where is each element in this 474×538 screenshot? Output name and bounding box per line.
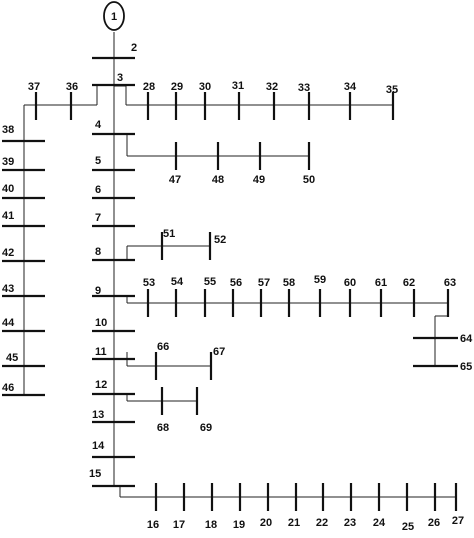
node-label-46: 46 xyxy=(2,382,14,394)
node-label-9: 9 xyxy=(95,285,101,297)
node-label-1: 1 xyxy=(111,11,117,23)
node-label-28: 28 xyxy=(143,81,155,93)
node-label-33: 33 xyxy=(298,82,310,94)
node-label-64: 64 xyxy=(460,333,473,345)
node-label-25: 25 xyxy=(402,521,414,533)
node-label-68: 68 xyxy=(157,422,169,434)
source-circle xyxy=(103,1,125,31)
node-label-8: 8 xyxy=(95,246,101,258)
node-label-55: 55 xyxy=(204,276,216,288)
node-label-69: 69 xyxy=(200,422,212,434)
node-label-60: 60 xyxy=(344,277,356,289)
node-label-22: 22 xyxy=(316,517,328,529)
node-label-19: 19 xyxy=(233,519,245,531)
buses xyxy=(2,56,458,511)
node-label-20: 20 xyxy=(260,517,272,529)
node-label-31: 31 xyxy=(232,80,244,92)
node-label-2: 2 xyxy=(131,42,137,54)
node-label-24: 24 xyxy=(373,517,386,529)
node-label-57: 57 xyxy=(258,277,270,289)
node-label-62: 62 xyxy=(403,277,415,289)
node-label-61: 61 xyxy=(375,277,387,289)
node-label-47: 47 xyxy=(169,174,181,186)
node-label-63: 63 xyxy=(444,277,456,289)
node-label-36: 36 xyxy=(66,81,78,93)
node-label-27: 27 xyxy=(452,515,464,527)
source-node: 1 xyxy=(103,1,125,31)
node-label-3: 3 xyxy=(117,72,123,84)
node-label-40: 40 xyxy=(2,183,14,195)
node-label-34: 34 xyxy=(344,81,357,93)
node-label-45: 45 xyxy=(6,352,18,364)
node-label-48: 48 xyxy=(212,174,224,186)
node-label-16: 16 xyxy=(147,519,159,531)
node-label-52: 52 xyxy=(214,234,226,246)
node-label-13: 13 xyxy=(92,409,104,421)
node-label-50: 50 xyxy=(303,174,315,186)
node-label-32: 32 xyxy=(266,81,278,93)
node-label-7: 7 xyxy=(95,212,101,224)
node-label-17: 17 xyxy=(173,519,185,531)
node-label-66: 66 xyxy=(157,341,169,353)
node-label-37: 37 xyxy=(28,81,40,93)
node-label-42: 42 xyxy=(2,247,14,259)
node-label-11: 11 xyxy=(95,346,107,358)
node-label-5: 5 xyxy=(95,155,101,167)
node-label-53: 53 xyxy=(143,277,155,289)
node-label-6: 6 xyxy=(95,184,101,196)
node-label-14: 14 xyxy=(92,440,105,452)
node-label-39: 39 xyxy=(2,156,14,168)
node-label-43: 43 xyxy=(2,283,14,295)
node-label-35: 35 xyxy=(386,84,398,96)
node-label-4: 4 xyxy=(95,119,102,131)
node-label-54: 54 xyxy=(171,276,184,288)
node-label-65: 65 xyxy=(460,361,472,373)
node-label-29: 29 xyxy=(171,81,183,93)
node-label-18: 18 xyxy=(205,519,217,531)
node-label-23: 23 xyxy=(344,517,356,529)
node-label-38: 38 xyxy=(2,124,14,136)
node-labels: 2 3 4 5 6 7 8 9 10 11 12 13 14 15 16 17 … xyxy=(2,42,473,533)
node-label-56: 56 xyxy=(230,277,242,289)
node-label-49: 49 xyxy=(253,174,265,186)
node-label-12: 12 xyxy=(95,379,107,391)
node-label-15: 15 xyxy=(89,468,101,480)
node-label-21: 21 xyxy=(288,517,300,529)
node-label-30: 30 xyxy=(199,81,211,93)
node-label-44: 44 xyxy=(2,317,15,329)
node-label-58: 58 xyxy=(283,277,295,289)
node-label-41: 41 xyxy=(2,210,14,222)
node-label-51: 51 xyxy=(163,228,175,240)
node-label-26: 26 xyxy=(428,517,440,529)
node-label-67: 67 xyxy=(213,346,225,358)
node-label-59: 59 xyxy=(314,274,326,286)
node-label-10: 10 xyxy=(95,317,107,329)
